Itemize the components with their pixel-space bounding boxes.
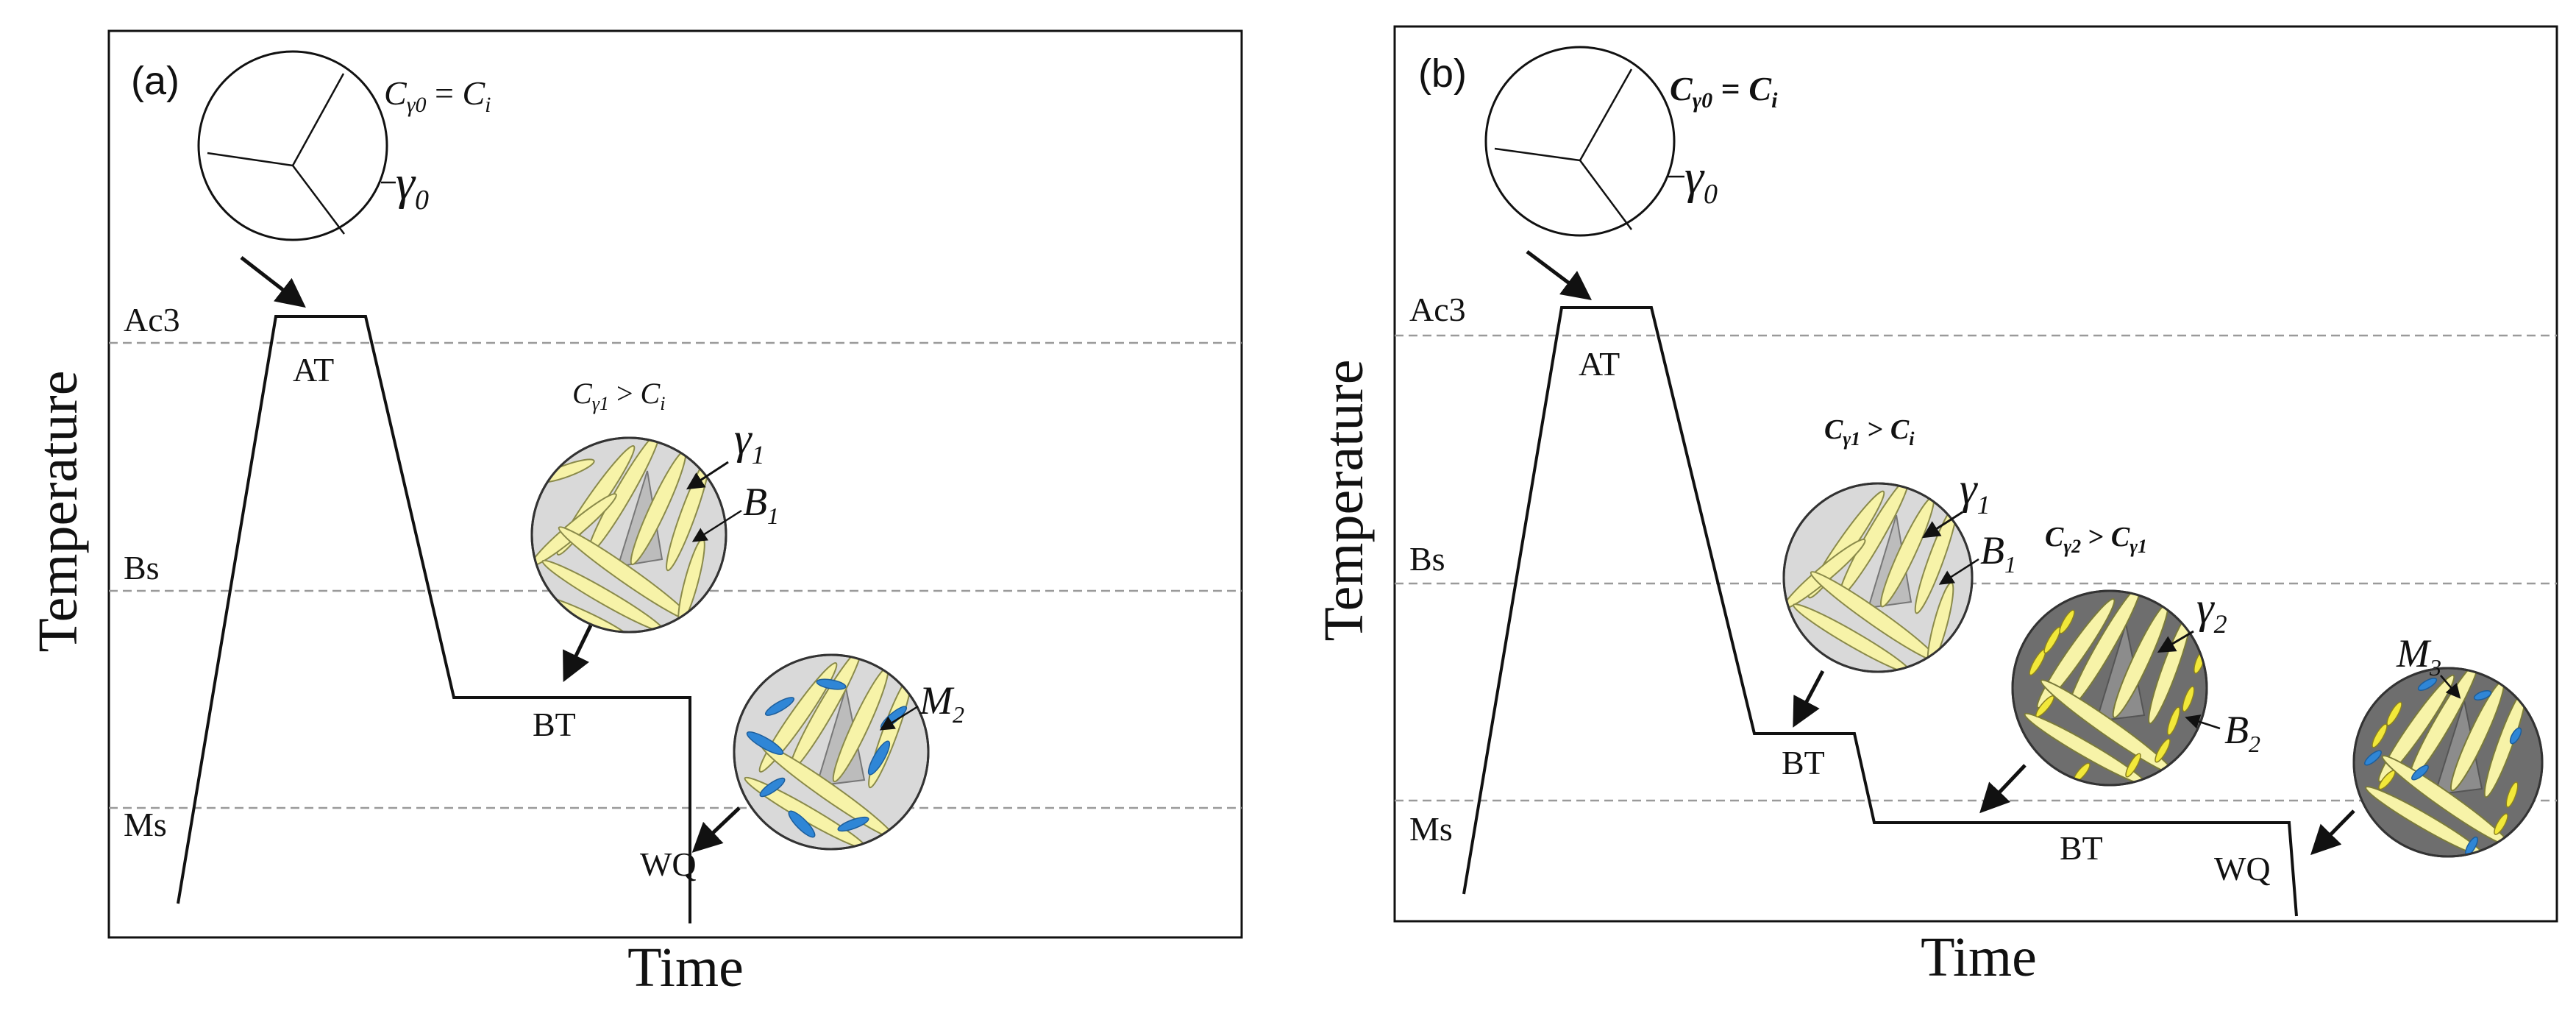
- m3-label-b: M3: [2396, 631, 2441, 681]
- ac3-label-b: Ac3: [1409, 291, 1466, 328]
- heat-treatment-curve: [177, 315, 691, 923]
- eq-initial-b: Cγ0 = Ci: [1670, 70, 1778, 113]
- gamma0-label: γ0: [396, 156, 429, 216]
- eq-initial: Cγ0 = Ci: [384, 74, 491, 117]
- stage-bt2-label-b: BT: [2060, 829, 2103, 867]
- gamma2-label-b: γ2: [2196, 583, 2227, 639]
- arrow-to-wq: [691, 806, 741, 853]
- panel-a: (a) Ac3 Bs Ms AT BT WQ Temperature Time …: [27, 29, 1243, 998]
- gamma1-label-b: γ1: [1960, 464, 1990, 519]
- arrow-to-wq-b: [2310, 809, 2355, 856]
- gamma1-pointer-b: [1921, 511, 1963, 539]
- gamma1-label: γ1: [734, 414, 765, 469]
- panel-b: (b) Ac3 Bs Ms AT BT BT WQ Temperature Ti…: [1313, 25, 2558, 988]
- ac3-label: Ac3: [124, 301, 180, 338]
- ms-label: Ms: [124, 806, 167, 843]
- austenite-grain-circle-b: [1484, 46, 1676, 237]
- gamma0-label-b: γ0: [1684, 150, 1718, 210]
- b1-label-b: B1: [1980, 528, 2016, 578]
- austenite-grain-circle: [197, 50, 388, 241]
- arrow-to-at: [240, 256, 306, 308]
- y-axis-label: Temperature: [27, 371, 89, 653]
- y-axis-label-b: Temperature: [1313, 360, 1375, 642]
- panel-a-frame: [107, 29, 1243, 939]
- m3-pointer-b: [2440, 675, 2461, 699]
- microstructure-circle-2-b: [2011, 589, 2208, 787]
- eq-c2: C: [462, 74, 485, 112]
- heat-treatment-curve-b: [1462, 306, 2298, 917]
- stage-bt-label: BT: [533, 706, 576, 743]
- m2-label: M2: [919, 678, 964, 728]
- panel-b-letter: (b): [1418, 52, 1467, 96]
- b1-pointer-b: [1938, 558, 1979, 585]
- b2-label-b: B2: [2224, 708, 2260, 757]
- ms-label-b: Ms: [1409, 810, 1453, 848]
- bs-label-b: Bs: [1409, 540, 1445, 578]
- eq-stage2-b: Cγ2 > Cγ1: [2045, 522, 2147, 557]
- stage-at-label: AT: [293, 351, 334, 389]
- microstructure-circle-1-b: [1782, 482, 1974, 673]
- stage-bt1-label-b: BT: [1782, 744, 1825, 781]
- x-axis-label-b: Time: [1921, 926, 2037, 988]
- stage-wq-label-b: WQ: [2214, 850, 2271, 887]
- bs-label: Bs: [124, 549, 160, 586]
- stage-at-label-b: AT: [1579, 345, 1620, 383]
- gamma2-pointer-b: [2157, 630, 2194, 653]
- arrow-to-bt2-b: [1979, 764, 2027, 814]
- b1-label: B1: [743, 480, 779, 529]
- x-axis-label: Time: [627, 937, 744, 998]
- microstructure-circle-3-b: [2352, 667, 2544, 858]
- stage-wq-label: WQ: [640, 845, 697, 883]
- eq-stage1: Cγ1 > Ci: [572, 377, 665, 414]
- eq-c: C: [384, 74, 408, 112]
- b2-pointer-b: [2185, 714, 2221, 730]
- eq-sub2: i: [485, 93, 491, 117]
- microstructure-circle-1: [530, 436, 727, 634]
- m2-pointer: [879, 705, 919, 731]
- arrow-to-bt1-b: [1793, 670, 1825, 728]
- panel-b-frame: [1393, 25, 2558, 923]
- eq-op: =: [427, 74, 463, 112]
- arrow-to-bt: [563, 624, 593, 682]
- gamma1-pointer: [686, 461, 729, 490]
- eq-sub: γ0: [407, 93, 427, 117]
- arrow-to-at-b: [1526, 250, 1592, 300]
- b1-pointer: [691, 509, 742, 542]
- panel-a-letter: (a): [131, 59, 179, 103]
- eq-stage1-b: Cγ1 > Ci: [1824, 414, 1915, 450]
- microstructure-circle-2: [733, 653, 930, 851]
